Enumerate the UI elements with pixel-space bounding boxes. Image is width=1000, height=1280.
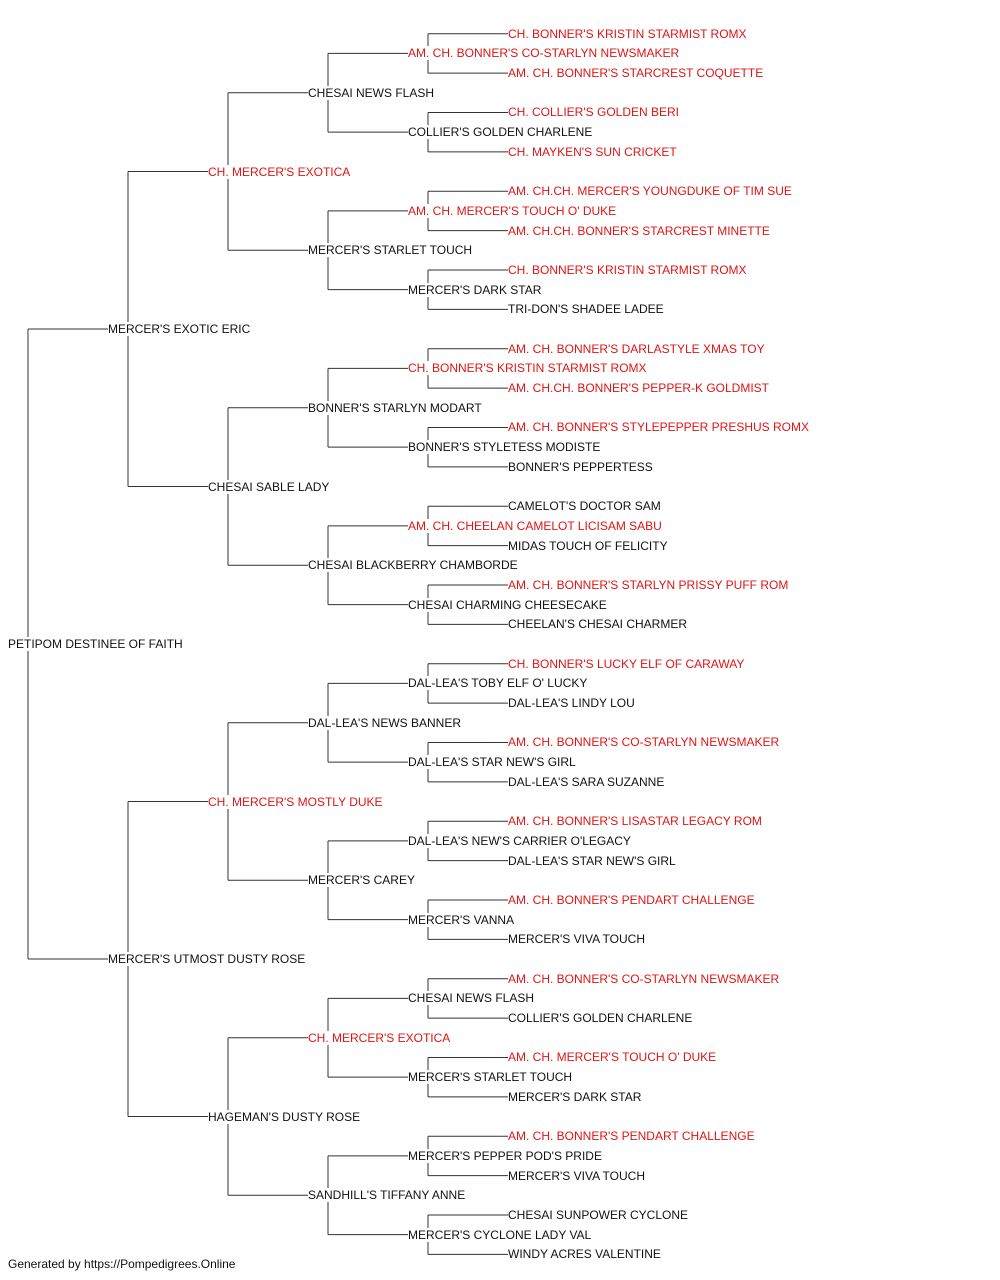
dog-name-gen3[interactable]: MERCER'S STARLET TOUCH — [308, 243, 474, 258]
dog-name-gen4[interactable]: MERCER'S DARK STAR — [408, 282, 543, 297]
dog-name-gen5[interactable]: CH. BONNER'S LUCKY ELF OF CARAWAY — [508, 656, 746, 671]
dog-name-gen0[interactable]: PETIPOM DESTINEE OF FAITH — [8, 637, 184, 651]
dog-name-gen5[interactable]: MERCER'S DARK STAR — [508, 1089, 643, 1104]
dog-name-gen5[interactable]: WINDY ACRES VALENTINE — [508, 1247, 662, 1262]
dog-name-gen5[interactable]: CH. MAYKEN'S SUN CRICKET — [508, 144, 678, 159]
dog-name-gen3[interactable]: CHESAI BLACKBERRY CHAMBORDE — [308, 558, 519, 573]
dog-name-gen5[interactable]: BONNER'S PEPPERTESS — [508, 459, 654, 474]
dog-name-gen4[interactable]: MERCER'S STARLET TOUCH — [408, 1070, 574, 1085]
dog-name-gen4[interactable]: CH. BONNER'S KRISTIN STARMIST ROMX — [408, 361, 648, 376]
dog-name-gen4[interactable]: DAL-LEA'S TOBY ELF O' LUCKY — [408, 676, 589, 691]
dog-name-gen5[interactable]: AM. CH. BONNER'S PENDART CHALLENGE — [508, 892, 756, 907]
dog-name-gen5[interactable]: CH. BONNER'S KRISTIN STARMIST ROMX — [508, 262, 748, 277]
dog-name-gen4[interactable]: CHESAI CHARMING CHEESECAKE — [408, 597, 608, 612]
dog-name-gen5[interactable]: CHEELAN'S CHESAI CHARMER — [508, 617, 688, 632]
dog-name-gen4[interactable]: COLLIER'S GOLDEN CHARLENE — [408, 125, 594, 140]
dog-name-gen4[interactable]: MERCER'S VANNA — [408, 912, 516, 927]
dog-name-gen2[interactable]: CH. MERCER'S MOSTLY DUKE — [208, 794, 384, 809]
dog-name-gen5[interactable]: AM. CH. BONNER'S LISASTAR LEGACY ROM — [508, 814, 763, 829]
dog-name-gen5[interactable]: AM. CH.CH. BONNER'S STARCREST MINETTE — [508, 223, 771, 238]
dog-name-gen5[interactable]: DAL-LEA'S SARA SUZANNE — [508, 774, 666, 789]
dog-name-gen5[interactable]: CH. COLLIER'S GOLDEN BERI — [508, 105, 680, 120]
dog-name-gen5[interactable]: DAL-LEA'S LINDY LOU — [508, 696, 636, 711]
dog-name-gen5[interactable]: AM. CH.CH. MERCER'S YOUNGDUKE OF TIM SUE — [508, 184, 793, 199]
dog-name-gen5[interactable]: MERCER'S VIVA TOUCH — [508, 932, 646, 947]
dog-name-gen4[interactable]: DAL-LEA'S NEW'S CARRIER O'LEGACY — [408, 833, 632, 848]
dog-name-gen4[interactable]: MERCER'S CYCLONE LADY VAL — [408, 1227, 593, 1242]
dog-name-gen5[interactable]: AM. CH. BONNER'S PENDART CHALLENGE — [508, 1129, 756, 1144]
dog-name-gen5[interactable]: COLLIER'S GOLDEN CHARLENE — [508, 1011, 694, 1026]
dog-name-gen5[interactable]: AM. CH. BONNER'S STARLYN PRISSY PUFF ROM — [508, 577, 790, 592]
dog-name-gen3[interactable]: SANDHILL'S TIFFANY ANNE — [308, 1188, 467, 1203]
dog-name-gen5[interactable]: AM. CH. BONNER'S STYLEPEPPER PRESHUS ROM… — [508, 420, 811, 435]
dog-name-gen5[interactable]: CH. BONNER'S KRISTIN STARMIST ROMX — [508, 26, 748, 41]
dog-name-gen5[interactable]: DAL-LEA'S STAR NEW'S GIRL — [508, 853, 677, 868]
dog-name-gen3[interactable]: BONNER'S STARLYN MODART — [308, 400, 483, 415]
dog-name-gen4[interactable]: BONNER'S STYLETESS MODISTE — [408, 440, 602, 455]
dog-name-gen3[interactable]: CH. MERCER'S EXOTICA — [308, 1030, 452, 1045]
dog-name-gen4[interactable]: CHESAI NEWS FLASH — [408, 991, 536, 1006]
dog-name-gen4[interactable]: AM. CH. MERCER'S TOUCH O' DUKE — [408, 203, 618, 218]
dog-name-gen5[interactable]: AM. CH. BONNER'S CO-STARLYN NEWSMAKER — [508, 735, 781, 750]
dog-name-gen5[interactable]: CHESAI SUNPOWER CYCLONE — [508, 1207, 690, 1222]
dog-name-gen2[interactable]: CH. MERCER'S EXOTICA — [208, 164, 352, 179]
dog-name-gen4[interactable]: DAL-LEA'S STAR NEW'S GIRL — [408, 755, 577, 770]
dog-name-gen4[interactable]: AM. CH. CHEELAN CAMELOT LICISAM SABU — [408, 518, 663, 533]
dog-name-gen1[interactable]: MERCER'S EXOTIC ERIC — [108, 322, 252, 336]
dog-name-gen1[interactable]: MERCER'S UTMOST DUSTY ROSE — [108, 952, 307, 966]
dog-name-gen5[interactable]: CAMELOT'S DOCTOR SAM — [508, 499, 662, 514]
dog-name-gen5[interactable]: AM. CH. BONNER'S CO-STARLYN NEWSMAKER — [508, 971, 781, 986]
dog-name-gen2[interactable]: HAGEMAN'S DUSTY ROSE — [208, 1109, 362, 1124]
dog-name-gen5[interactable]: MERCER'S VIVA TOUCH — [508, 1168, 646, 1183]
dog-name-gen4[interactable]: AM. CH. BONNER'S CO-STARLYN NEWSMAKER — [408, 46, 681, 61]
dog-name-gen4[interactable]: MERCER'S PEPPER POD'S PRIDE — [408, 1148, 603, 1163]
dog-name-gen5[interactable]: TRI-DON'S SHADEE LADEE — [508, 302, 665, 317]
dog-name-gen5[interactable]: AM. CH. BONNER'S STARCREST COQUETTE — [508, 66, 765, 81]
dog-name-gen3[interactable]: CHESAI NEWS FLASH — [308, 85, 436, 100]
dog-name-gen3[interactable]: DAL-LEA'S NEWS BANNER — [308, 715, 462, 730]
dog-name-gen5[interactable]: MIDAS TOUCH OF FELICITY — [508, 538, 669, 553]
dog-name-gen5[interactable]: AM. CH. BONNER'S DARLASTYLE XMAS TOY — [508, 341, 766, 356]
dog-name-gen5[interactable]: AM. CH. MERCER'S TOUCH O' DUKE — [508, 1050, 718, 1065]
dog-name-gen5[interactable]: AM. CH.CH. BONNER'S PEPPER-K GOLDMIST — [508, 381, 770, 396]
dog-name-gen2[interactable]: CHESAI SABLE LADY — [208, 479, 331, 494]
footer-credit[interactable]: Generated by https://Pompedigrees.Online — [8, 1257, 236, 1271]
dog-name-gen3[interactable]: MERCER'S CAREY — [308, 873, 416, 888]
